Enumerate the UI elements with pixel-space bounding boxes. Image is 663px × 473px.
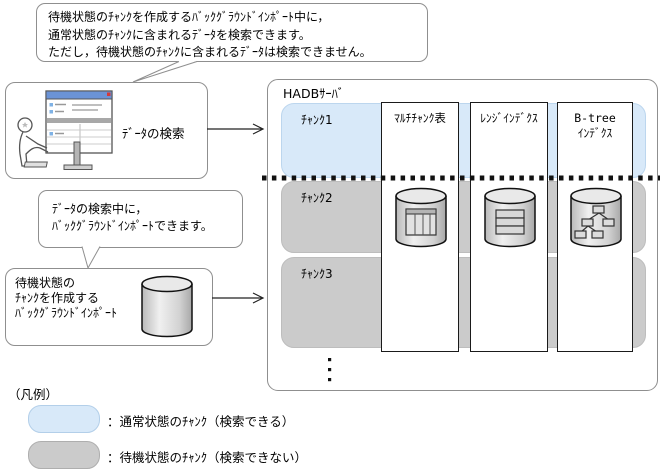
hadb-server-title: HADBｻｰﾊﾞ (283, 86, 345, 101)
callout-middle-tail (82, 246, 100, 268)
chunk3-label: ﾁｬﾝｸ3 (301, 267, 333, 281)
table-cylinder-icon (395, 187, 447, 248)
rows-cylinder-icon (484, 187, 536, 248)
range-index-label: ﾚﾝｼﾞｲﾝﾃﾞｸｽ (480, 111, 538, 125)
legend-label-normal-chunk: ：通常状態のﾁｬﾝｸ（検索できる） (107, 414, 295, 429)
import-box-line1: 待機状態の (15, 276, 76, 290)
multichunk-table-label: ﾏﾙﾁﾁｬﾝｸ表 (394, 111, 446, 125)
import-box-line3: ﾊﾞｯｸｸﾞﾗｳﾝﾄﾞｲﾝﾎﾟｰﾄ (15, 306, 118, 320)
database-cylinder-icon (141, 275, 193, 338)
legend-swatch-standby-chunk (28, 441, 100, 469)
callout-top-tail (133, 61, 197, 82)
data-search-label: ﾃﾞｰﾀの検索 (122, 126, 185, 141)
callout-top-line2: 通常状態のﾁｬﾝｸに含まれるﾃﾞｰﾀを検索できます。 (48, 27, 311, 42)
import-to-server-arrow (212, 292, 265, 304)
callout-mid-line2: ﾊﾞｯｸｸﾞﾗｳﾝﾄﾞｲﾝﾎﾟｰﾄできます。 (52, 219, 213, 233)
legend-label-standby-chunk: ：待機状態のﾁｬﾝｸ（検索できない） (107, 450, 308, 465)
callout-background-import-note: 待機状態のﾁｬﾝｸを作成するﾊﾞｯｸｸﾞﾗｳﾝﾄﾞｲﾝﾎﾟｰﾄ中に， 通常状態の… (36, 3, 428, 62)
person-at-computer-icon (17, 90, 113, 170)
data-search-box: ﾃﾞｰﾀの検索 (5, 82, 208, 179)
btree-index-column: B-tree ｲﾝﾃﾞｸｽ (557, 102, 633, 352)
callout-mid-line1: ﾃﾞｰﾀの検索中に， (52, 202, 148, 216)
callout-import-during-search-note: ﾃﾞｰﾀの検索中に， ﾊﾞｯｸｸﾞﾗｳﾝﾄﾞｲﾝﾎﾟｰﾄできます。 (38, 190, 243, 248)
chunk2-label: ﾁｬﾝｸ2 (301, 191, 333, 205)
legend-swatch-normal-chunk (28, 405, 100, 433)
callout-top-line1: 待機状態のﾁｬﾝｸを作成するﾊﾞｯｸｸﾞﾗｳﾝﾄﾞｲﾝﾎﾟｰﾄ中に， (48, 10, 330, 24)
background-import-box: 待機状態の ﾁｬﾝｸを作成する ﾊﾞｯｸｸﾞﾗｳﾝﾄﾞｲﾝﾎﾟｰﾄ (5, 268, 213, 346)
chunk1-label: ﾁｬﾝｸ1 (301, 113, 333, 127)
btree-index-label-en: B-tree (574, 111, 616, 125)
import-box-line2: ﾁｬﾝｸを作成する (15, 291, 100, 305)
callout-top-line3: ただし，待機状態のﾁｬﾝｸに含まれるﾃﾞｰﾀは検索できません。 (48, 45, 372, 59)
range-index-column: ﾚﾝｼﾞｲﾝﾃﾞｸｽ (470, 102, 548, 352)
search-to-server-arrow (207, 123, 265, 135)
legend-title: （凡例） (8, 387, 59, 402)
multichunk-table-column: ﾏﾙﾁﾁｬﾝｸ表 (381, 102, 459, 352)
tree-cylinder-icon (570, 187, 622, 248)
btree-index-label-ja: ｲﾝﾃﾞｸｽ (577, 126, 613, 140)
